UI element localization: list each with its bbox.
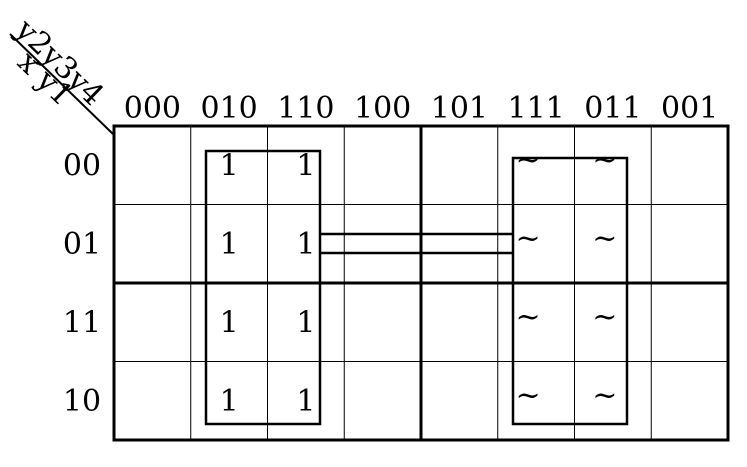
- cell-value: ~: [592, 221, 617, 256]
- cell-value: 1: [296, 384, 315, 419]
- cell-value: 1: [296, 148, 315, 183]
- cell-value: ~: [516, 299, 541, 334]
- cell-value: ~: [592, 299, 617, 334]
- group-ones-rect: [204, 149, 322, 426]
- row-label-10: 10: [63, 384, 101, 419]
- cell-value: 1: [220, 148, 239, 183]
- corner-diagonal: [9, 33, 114, 135]
- row-label-01: 01: [63, 227, 101, 262]
- col-label-010: 010: [200, 91, 257, 126]
- cell-value: 1: [296, 305, 315, 340]
- col-label-001: 001: [661, 91, 718, 126]
- cell-values: 1 1 ~ ~1 1 ~ ~1 1 ~ ~1 1 ~ ~: [220, 142, 618, 419]
- group-dontcare-rect: [511, 156, 629, 426]
- col-label-101: 101: [431, 91, 488, 126]
- row-labels: 00 01 11 10: [63, 148, 101, 419]
- col-label-000: 000: [124, 91, 181, 126]
- col-label-110: 110: [277, 91, 334, 126]
- row-label-00: 00: [63, 148, 101, 183]
- col-label-111: 111: [507, 91, 564, 126]
- cell-value: 1: [220, 305, 239, 340]
- grid: [112, 124, 730, 442]
- cell-value: ~: [516, 142, 541, 177]
- cell-value: ~: [592, 378, 617, 413]
- column-labels: 000 010 110 100 101 111 011 001: [124, 91, 719, 126]
- cell-value: ~: [592, 142, 617, 177]
- cell-value: 1: [220, 227, 239, 262]
- cell-value: 1: [296, 227, 315, 262]
- cell-value: 1: [220, 384, 239, 419]
- col-label-011: 011: [584, 91, 641, 126]
- row-label-11: 11: [63, 305, 101, 340]
- cell-value: ~: [516, 221, 541, 256]
- col-label-100: 100: [354, 91, 411, 126]
- grid-border: [112, 124, 730, 442]
- cell-value: ~: [516, 378, 541, 413]
